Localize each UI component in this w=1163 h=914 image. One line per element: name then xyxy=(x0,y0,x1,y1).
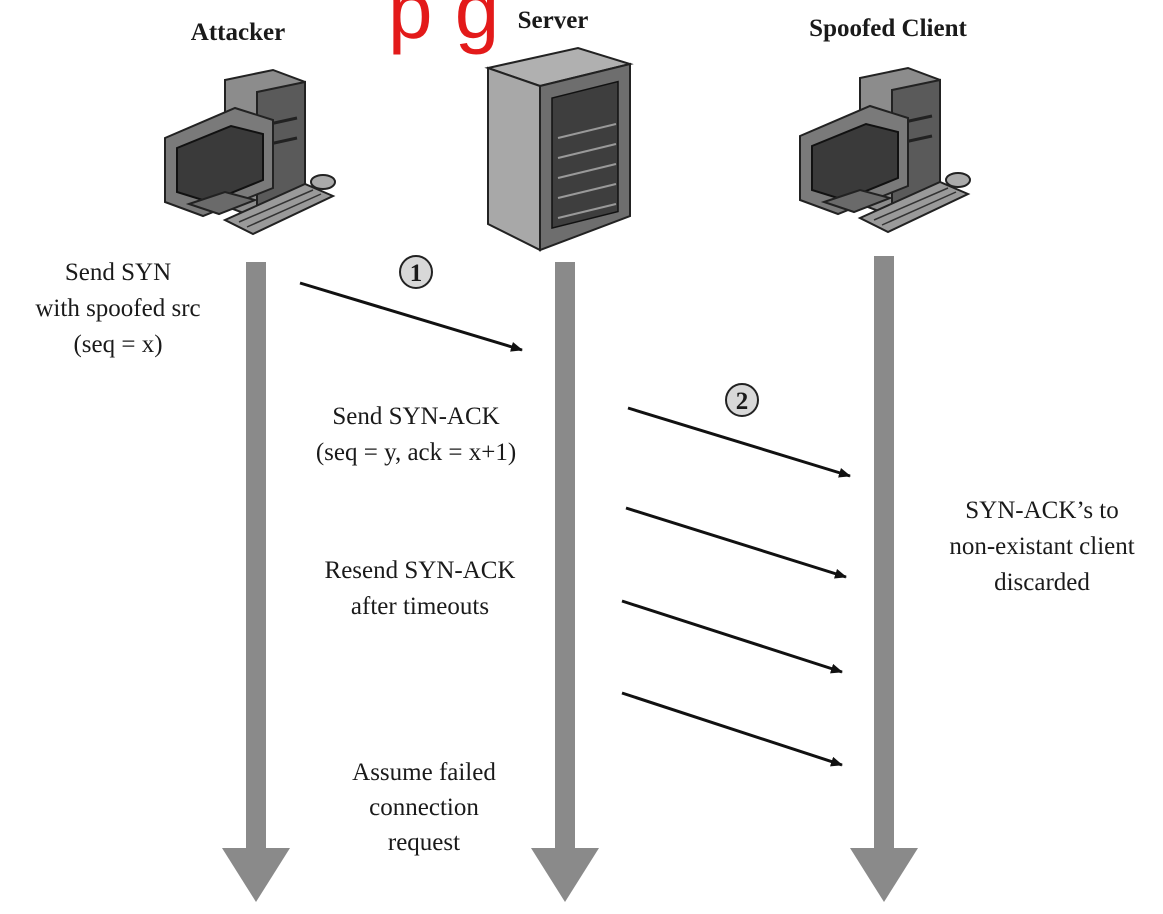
attacker-lifeline xyxy=(222,262,290,902)
resend-syn-ack-arrow xyxy=(625,506,847,579)
client-lifeline xyxy=(850,256,918,902)
server-label: Server xyxy=(518,7,589,34)
annotation-line: Resend SYN-ACK xyxy=(325,557,516,584)
server-lifeline xyxy=(531,262,599,902)
annotation-line: (seq = y, ack = x+1) xyxy=(316,439,516,466)
annotation-line: with spoofed src xyxy=(35,295,200,322)
step-2-marker: 2 xyxy=(725,383,759,417)
syn-message-arrow xyxy=(299,281,523,352)
resend-syn-ack-arrow xyxy=(621,691,843,767)
annotation-line: (seq = x) xyxy=(73,331,162,358)
syn-ack-message-arrow xyxy=(627,406,851,478)
annotation-line: connection xyxy=(369,794,479,821)
desktop-computer-icon xyxy=(799,66,971,234)
server-resend-annotation: Resend SYN-ACK after timeouts xyxy=(325,557,516,620)
annotation-line: after timeouts xyxy=(351,593,489,620)
annotation-line: discarded xyxy=(994,569,1090,596)
step-1-marker: 1 xyxy=(399,255,433,289)
client-label: Spoofed Client xyxy=(809,15,967,42)
annotation-line: non-existant client xyxy=(949,533,1134,560)
annotation-line: SYN-ACK’s to xyxy=(965,497,1119,524)
step-2-number: 2 xyxy=(736,388,749,415)
server-send-annotation: Send SYN-ACK (seq = y, ack = x+1) xyxy=(316,403,516,466)
annotation-line: Send SYN-ACK xyxy=(332,403,499,430)
desktop-computer-icon xyxy=(164,68,336,236)
annotation-line: Send SYN xyxy=(65,259,171,286)
slide-title-fragment: p g xyxy=(388,0,499,55)
annotation-line: request xyxy=(388,829,460,856)
resend-syn-ack-arrow xyxy=(621,599,843,674)
server-tower-icon xyxy=(484,46,634,252)
server-assume-annotation: Assume failed connection request xyxy=(352,759,496,856)
client-discard-annotation: SYN-ACK’s to non-existant client discard… xyxy=(949,497,1134,596)
attacker-send-annotation: Send SYN with spoofed src (seq = x) xyxy=(35,259,200,358)
step-1-number: 1 xyxy=(410,260,423,287)
annotation-line: Assume failed xyxy=(352,759,496,786)
attacker-label: Attacker xyxy=(191,19,285,46)
